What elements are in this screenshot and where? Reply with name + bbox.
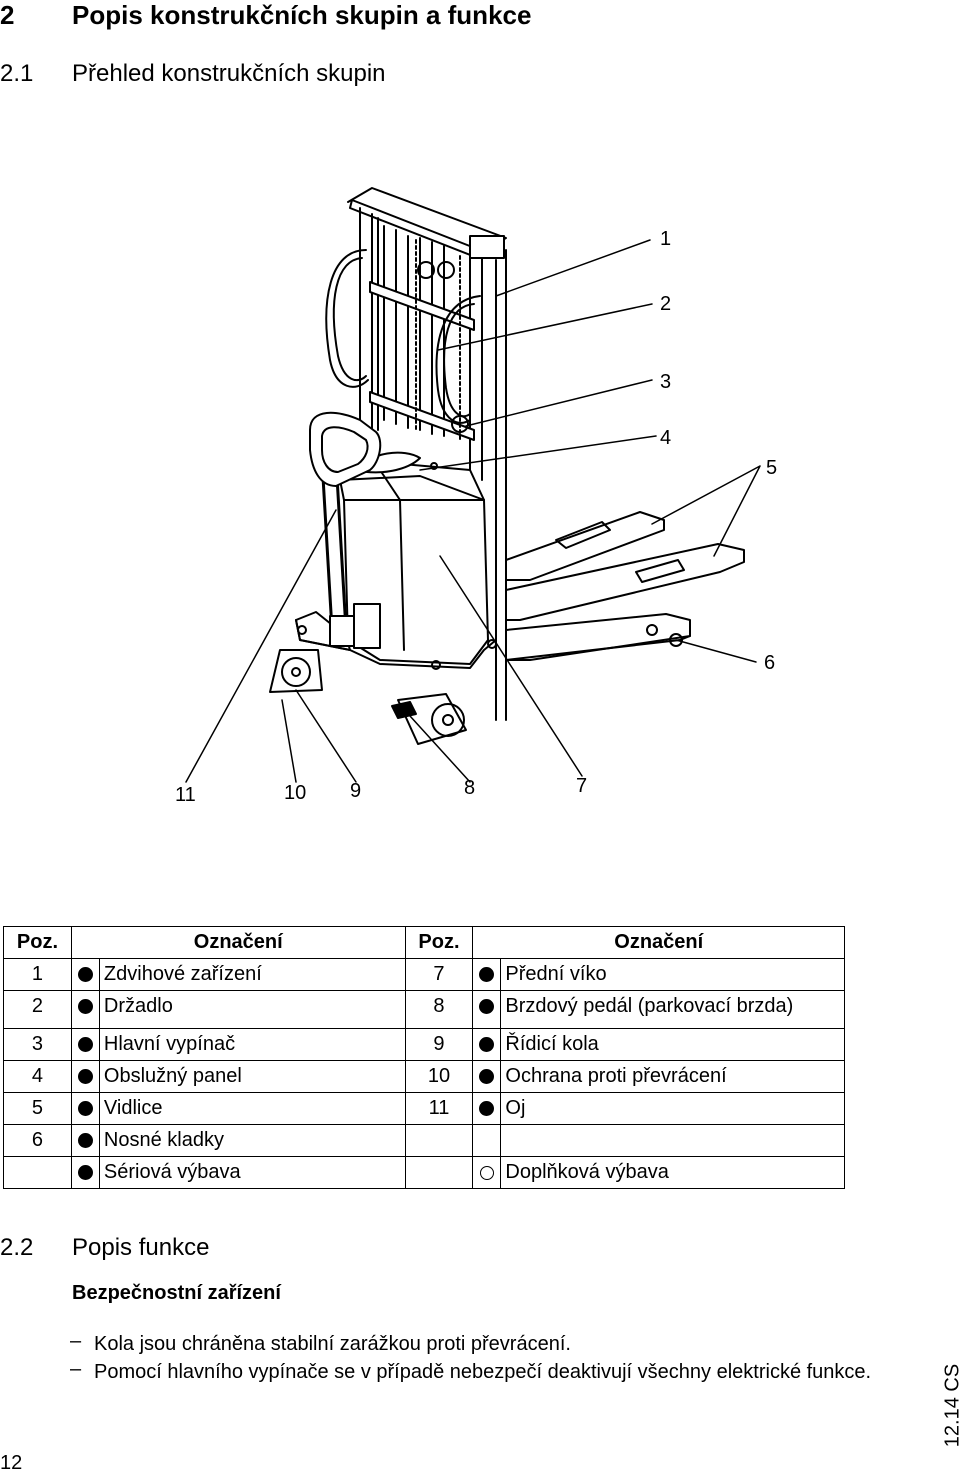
standard-dot-icon bbox=[70, 1028, 100, 1061]
standard-dot-icon bbox=[70, 1092, 100, 1125]
list-item-text: Pomocí hlavního vypínače se v případě ne… bbox=[94, 1361, 872, 1383]
standard-dot-icon bbox=[472, 1060, 502, 1093]
header-name-left: Označení bbox=[70, 926, 406, 959]
callout-6: 6 bbox=[764, 652, 776, 674]
pos-right: 10 bbox=[404, 1060, 474, 1093]
name-left: Nosné kladky bbox=[98, 1124, 406, 1157]
name-left: Vidlice bbox=[98, 1092, 406, 1125]
version-text: 12.14 CS bbox=[941, 1363, 960, 1448]
legend-row: 5 Vidlice 11 Oj bbox=[3, 1092, 845, 1125]
chapter-title: Popis konstrukčních skupin a funkce bbox=[72, 0, 532, 30]
pos-right: 9 bbox=[404, 1028, 474, 1061]
header-pos-left: Poz. bbox=[3, 926, 72, 959]
callout-2: 2 bbox=[660, 293, 672, 315]
legend-row: 2 Držadlo 8 Brzdový pedál (parkovací brz… bbox=[3, 990, 845, 1029]
section-2-2-heading: 2.2 Popis funkce bbox=[0, 1234, 209, 1262]
callout-7: 7 bbox=[576, 775, 588, 797]
standard-dot-icon bbox=[472, 990, 502, 1029]
page-number: 12 bbox=[0, 1452, 23, 1474]
pos-right-empty bbox=[404, 1124, 474, 1157]
callout-10: 10 bbox=[284, 782, 307, 804]
name-right-empty bbox=[500, 1124, 845, 1157]
legend-row: 6 Nosné kladky bbox=[3, 1124, 845, 1157]
chapter-heading: 2 Popis konstrukčních skupin a funkce bbox=[0, 0, 531, 31]
version-tag: 12.14 CS bbox=[932, 1352, 960, 1462]
callout-5: 5 bbox=[766, 457, 778, 479]
standard-dot-icon bbox=[70, 990, 100, 1029]
dash-bullet: – bbox=[70, 1358, 82, 1380]
standard-dot-icon bbox=[70, 1124, 100, 1157]
empty-cell bbox=[404, 1156, 474, 1189]
standard-dot-icon bbox=[472, 958, 502, 991]
name-right: Oj bbox=[500, 1092, 845, 1125]
wheels-drawing bbox=[269, 649, 467, 745]
key-standard-label: Sériová výbava bbox=[98, 1156, 406, 1189]
dash-bullet: – bbox=[70, 1330, 82, 1352]
standard-dot-icon bbox=[472, 1028, 502, 1061]
list-item-text: Kola jsou chráněna stabilní zarážkou pro… bbox=[94, 1333, 571, 1355]
section-number: 2.2 bbox=[0, 1234, 34, 1261]
pos-left: 3 bbox=[3, 1028, 72, 1061]
name-left: Zdvihové zařízení bbox=[98, 958, 406, 991]
section-title: Popis funkce bbox=[72, 1234, 210, 1261]
pos-left: 5 bbox=[3, 1092, 72, 1125]
pos-left: 1 bbox=[3, 958, 72, 991]
callout-1: 1 bbox=[660, 228, 672, 250]
pos-right: 7 bbox=[404, 958, 474, 991]
callout-4: 4 bbox=[660, 427, 672, 449]
legend-row: 3 Hlavní vypínač 9 Řídicí kola bbox=[3, 1028, 845, 1061]
name-left: Obslužný panel bbox=[98, 1060, 406, 1093]
empty-cell bbox=[3, 1156, 72, 1189]
tiller-drawing bbox=[309, 411, 382, 649]
pos-left: 6 bbox=[3, 1124, 72, 1157]
chapter-number: 2 bbox=[0, 0, 15, 30]
name-right: Brzdový pedál (parkovací brzda) bbox=[500, 990, 845, 1029]
header-name-right: Označení bbox=[472, 926, 845, 959]
name-left: Hlavní vypínač bbox=[98, 1028, 406, 1061]
legend-row: 1 Zdvihové zařízení 7 Přední víko bbox=[3, 958, 845, 991]
pos-left: 4 bbox=[3, 1060, 72, 1093]
body-drawing bbox=[295, 451, 497, 670]
section-number: 2.1 bbox=[0, 60, 34, 87]
empty-cell bbox=[472, 1124, 502, 1157]
standard-dot-icon bbox=[70, 1060, 100, 1093]
key-optional-label: Doplňková výbava bbox=[500, 1156, 845, 1189]
forks-drawing bbox=[505, 511, 745, 661]
pos-left: 2 bbox=[3, 990, 72, 1029]
callout-9: 9 bbox=[350, 780, 362, 802]
standard-dot-icon bbox=[472, 1092, 502, 1125]
legend-table: Poz. Označení Poz. Označení 1 Zdvihové z… bbox=[3, 926, 845, 1189]
callout-8: 8 bbox=[464, 777, 476, 799]
name-left: Držadlo bbox=[98, 990, 406, 1029]
legend-header-row: Poz. Označení Poz. Označení bbox=[3, 926, 845, 959]
callout-11: 11 bbox=[175, 784, 196, 806]
safety-subheading: Bezpečnostní zařízení bbox=[72, 1282, 281, 1304]
section-title: Přehled konstrukčních skupin bbox=[72, 60, 386, 87]
stacker-figure bbox=[185, 187, 761, 783]
optional-ring-icon bbox=[472, 1156, 502, 1189]
pos-right: 11 bbox=[404, 1092, 474, 1125]
pos-right: 8 bbox=[404, 990, 474, 1029]
name-right: Přední víko bbox=[500, 958, 845, 991]
legend-key-row: Sériová výbava Doplňková výbava bbox=[3, 1156, 845, 1189]
header-pos-right: Poz. bbox=[404, 926, 474, 959]
callout-3: 3 bbox=[660, 371, 672, 393]
name-right: Řídicí kola bbox=[500, 1028, 845, 1061]
standard-dot-icon bbox=[70, 958, 100, 991]
section-heading: 2.1 Přehled konstrukčních skupin bbox=[0, 60, 386, 88]
leader-lines bbox=[185, 239, 761, 783]
name-right: Ochrana proti převrácení bbox=[500, 1060, 845, 1093]
legend-row: 4 Obslužný panel 10 Ochrana proti převrá… bbox=[3, 1060, 845, 1093]
standard-dot-icon bbox=[70, 1156, 100, 1189]
